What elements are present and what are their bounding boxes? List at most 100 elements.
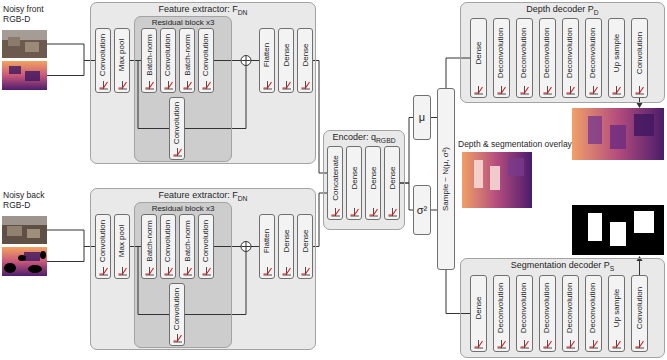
panel-title: Depth decoder P — [526, 4, 594, 14]
panel-fill — [460, 2, 665, 103]
layer-label: Convolution — [202, 220, 210, 262]
rgb-image-box — [7, 226, 22, 236]
input-wire — [47, 44, 95, 76]
caption-text: Noisy back RGB-D — [3, 190, 45, 210]
activation-axes — [590, 86, 599, 94]
activation-curve — [263, 268, 271, 274]
activation-icon — [281, 80, 292, 90]
parameter-box: μ — [413, 95, 431, 140]
layer-label: Sample ~ N(μ, σ²) — [442, 147, 450, 211]
activation-axes — [301, 81, 310, 89]
layer-label: Deconvolution — [543, 27, 551, 78]
activation-curve — [350, 209, 358, 215]
activation-icon — [201, 80, 212, 90]
activation-axes — [521, 86, 530, 94]
layer-box: Deconvolution — [493, 18, 510, 98]
connector — [185, 247, 259, 315]
caption-text: Depth & segmentation overlay — [458, 139, 572, 149]
activation-curve — [183, 268, 191, 274]
activation-axes — [475, 86, 484, 94]
layer-label: Dense — [388, 166, 396, 189]
layer-label: Batch-norm — [183, 34, 191, 75]
activation-axes — [498, 86, 507, 94]
layer-label: Dense — [369, 166, 377, 189]
layer-box: Deconvolution — [585, 275, 602, 352]
layer-label: Batch-norm — [183, 220, 191, 261]
depth-image-box — [9, 66, 21, 74]
activation-icon — [117, 266, 128, 276]
layer-box: Dense — [297, 28, 313, 93]
connector — [446, 270, 470, 314]
layer-label: Deconvolution — [566, 283, 574, 334]
activation-axes — [613, 340, 622, 348]
activation-axes — [475, 340, 484, 348]
activation-axes — [388, 208, 397, 216]
output-arrow — [639, 260, 640, 275]
activation-icon — [496, 339, 507, 349]
activation-axes — [173, 148, 182, 156]
activation-curve — [331, 209, 339, 215]
panel-title: Feature extractor: F — [159, 190, 238, 200]
activation-curve — [164, 82, 172, 88]
subscript: S — [610, 265, 615, 272]
layer-label: Deconvolution — [566, 27, 574, 78]
panel-heading: Feature extractor: FDN — [91, 4, 315, 17]
activation-curve — [613, 341, 621, 347]
rgb-image-box — [25, 42, 39, 52]
layer-label: Flatten — [263, 229, 271, 253]
caption-text: Noisy front RGB-D — [3, 4, 44, 24]
panel-box: Residual block x3Batch-normConvolutionBa… — [134, 202, 232, 348]
activation-curve — [498, 341, 506, 347]
layer-label: Convolution — [99, 220, 107, 262]
layer-box: Deconvolution — [585, 18, 602, 98]
activation-icon — [262, 266, 273, 276]
layer-label: Deconvolution — [589, 283, 597, 334]
layer-box: Batch-norm — [141, 28, 157, 93]
activation-axes — [282, 267, 291, 275]
subscript: D — [594, 9, 599, 16]
activation-curve — [145, 268, 153, 274]
activation-axes — [544, 340, 553, 348]
layer-box: Deconvolution — [516, 275, 533, 352]
activation-curve — [498, 87, 506, 93]
activation-icon — [300, 266, 311, 276]
add-symbol — [241, 56, 251, 66]
rgb-image-box — [27, 229, 40, 238]
activation-icon — [163, 266, 174, 276]
activation-axes — [282, 81, 291, 89]
panel-fill — [323, 130, 405, 230]
layer-box: Dense — [297, 214, 313, 279]
activation-icon — [565, 85, 576, 95]
layer-label: Dense — [301, 43, 309, 66]
layer-label: Dense — [282, 43, 290, 66]
activation-curve — [164, 268, 172, 274]
connector — [400, 118, 413, 184]
add-symbol-cross — [242, 56, 251, 65]
layer-label: Convolution — [164, 34, 172, 76]
activation-curve — [202, 268, 210, 274]
layer-box: Dense — [346, 146, 362, 220]
layer-label: Concatenate — [331, 155, 339, 200]
activation-axes — [99, 81, 108, 89]
activation-axes — [183, 81, 192, 89]
activation-axes — [263, 267, 272, 275]
activation-curve — [567, 87, 575, 93]
parameter-label: σ² — [417, 205, 427, 216]
layer-box: Dense — [365, 146, 381, 220]
layer-label: Convolution — [99, 34, 107, 76]
layer-box: Max pool — [114, 28, 130, 93]
layer-box: Convolution — [95, 28, 111, 93]
activation-icon — [519, 85, 530, 95]
activation-axes — [350, 208, 359, 216]
activation-curve — [613, 87, 621, 93]
layer-box: Convolution — [631, 275, 648, 352]
activation-axes — [544, 86, 553, 94]
layer-label: Deconvolution — [520, 27, 528, 78]
activation-icon — [496, 85, 507, 95]
activation-axes — [613, 86, 622, 94]
connector — [185, 61, 259, 129]
layer-label: Convolution — [636, 31, 644, 73]
activation-icon — [172, 333, 183, 343]
panel-box: Segmentation decoder PSDenseDeconvolutio… — [460, 258, 665, 358]
layer-box: Deconvolution — [539, 275, 556, 352]
